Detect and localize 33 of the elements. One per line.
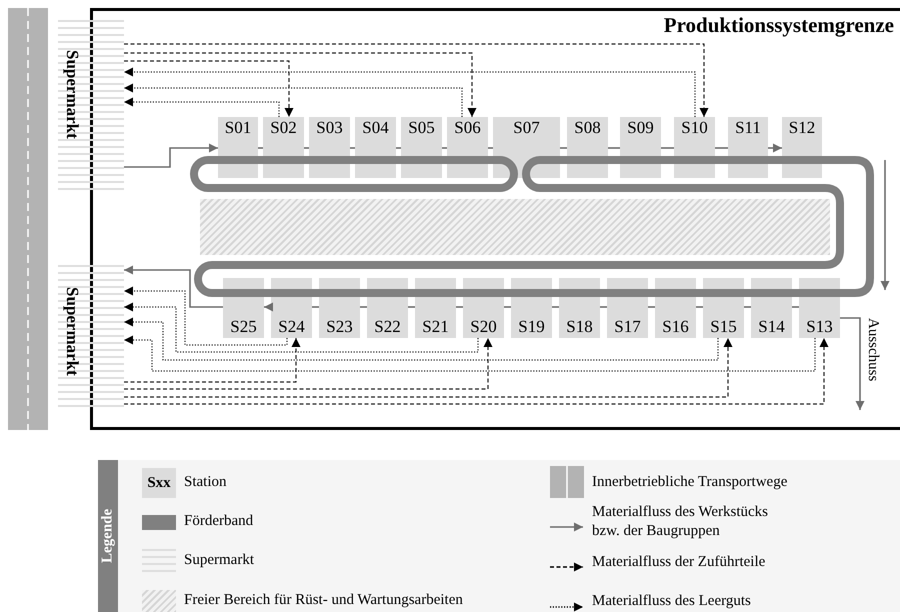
flow-arrow xyxy=(124,302,478,352)
legend-heading: Legende xyxy=(98,460,118,612)
supermarket-shelf: Supermarkt xyxy=(58,20,124,190)
system-boundary-frame xyxy=(90,8,900,430)
legend-text: Supermarkt xyxy=(184,551,255,570)
station-swatch: Sxx xyxy=(142,468,176,498)
hatched-area xyxy=(200,199,830,255)
flow-arrow xyxy=(768,144,782,152)
legend-text: Station xyxy=(184,473,228,492)
legend-text: Materialfluss des Leerguts xyxy=(592,592,752,611)
flow-arrow xyxy=(124,84,462,118)
flow-arrow xyxy=(124,52,476,118)
flow-arrow xyxy=(124,318,718,360)
boundary-title: Produktionssystemgrenze xyxy=(664,13,894,38)
flow-arrow xyxy=(124,338,828,404)
flow-arrow xyxy=(124,144,218,168)
flow-arrow xyxy=(124,44,708,118)
flow-arrow xyxy=(124,338,732,398)
legend-text: Materialfluss des Werkstücks bzw. der Baugruppen xyxy=(592,503,769,541)
flow-arrow xyxy=(124,286,288,346)
legend-text: Förderband xyxy=(184,512,254,531)
legend-text: Materialfluss der Zuführteile xyxy=(592,553,766,572)
legend-text: Innerbetriebliche Transportwege xyxy=(592,473,788,492)
flow-arrow xyxy=(124,68,696,118)
legend-text: Freier Bereich für Rüst- und Wartungsarbeiten xyxy=(184,591,464,610)
flow-arrow xyxy=(124,60,294,118)
flow-arrow xyxy=(124,336,816,372)
flow-arrow xyxy=(124,338,492,390)
flow-arrow xyxy=(264,302,273,312)
flow-arrow xyxy=(124,266,223,308)
flow-arrow xyxy=(124,98,280,118)
flow-arrow xyxy=(840,317,864,410)
flow-arrow xyxy=(124,338,300,382)
